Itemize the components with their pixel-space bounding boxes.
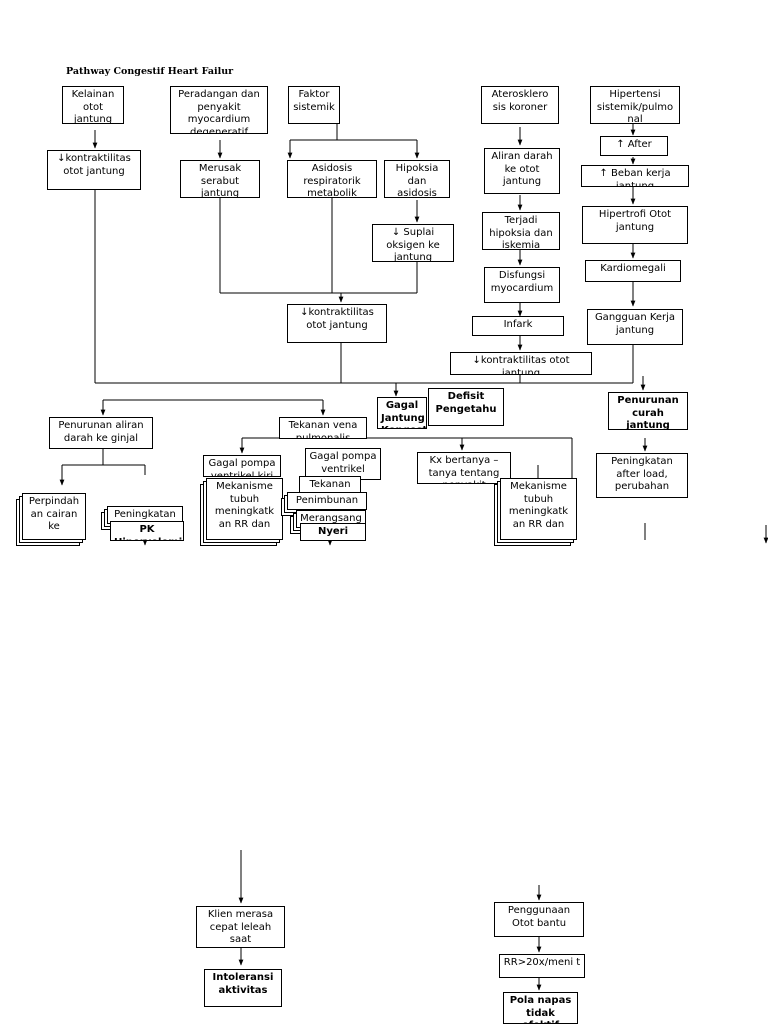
node-kardiomegali: Kardiomegali: [585, 260, 681, 282]
node-kelainan-otot-jantung: Kelainan otot jantung: [62, 86, 124, 124]
pathway-title: Pathway Congestif Heart Failur: [66, 66, 234, 77]
node-gagal-pompa-kiri: Gagal pompa ventrikel kiri: [203, 455, 281, 477]
node-pola-napas: Pola napas tidak efektif: [503, 992, 578, 1024]
node-klien-merasa: Klien merasa cepat leleah saat beraktivi…: [196, 906, 285, 948]
node-penggunaan-otot: Penggunaan Otot bantu: [494, 902, 584, 937]
node-gagal-pompa-kanan: Gagal pompa ventrikel kanan: [305, 448, 381, 480]
node-merusak-serabut: Merusak serabut jantung: [180, 160, 260, 198]
node-hipertrofi: Hipertrofi Otot jantung: [582, 206, 688, 244]
node-mekanisme-kanan: Mekanisme tubuh meningkatk an RR dan: [500, 478, 577, 540]
beban-label: Beban kerja jantung: [610, 168, 671, 187]
node-penurunan-aliran: Penurunan aliran darah ke ginjal: [49, 417, 153, 449]
node-perpindahan-cairan: Perpindah an cairan ke: [22, 493, 86, 540]
node-gagal-jantung: Gagal Jantung Kongestif: [377, 397, 427, 429]
node-penimbunan: Penimbunan: [287, 492, 367, 510]
node-peradangan: Peradangan dan penyakit myocardium degen…: [170, 86, 268, 134]
node-mekanisme-kiri: Mekanisme tubuh meningkatk an RR dan: [206, 478, 283, 540]
node-defisit-pengetahuan: Defisit Pengetahu: [428, 388, 504, 426]
node-disfungsi: Disfungsi myocardium: [484, 267, 560, 303]
after-label: After: [627, 139, 652, 150]
node-pk-hipervolemia: PK Hipervolemia: [110, 521, 184, 541]
node-terjadi-hipoksia: Terjadi hipoksia dan iskemia: [482, 212, 560, 250]
node-kx-bertanya: Kx bertanya – tanya tentang penyakit: [417, 452, 511, 484]
up-arrow-icon: ↑: [599, 168, 611, 179]
node-tekanan-vena: Tekanan vena pulmonalis: [279, 417, 367, 439]
node-peningkatan-after-load: Peningkatan after load, perubahan: [596, 453, 688, 498]
node-aterosklerosis: Aterosklero sis koroner: [481, 86, 559, 124]
node-beban-kerja: ↑ Beban kerja jantung: [581, 165, 689, 187]
node-after: ↑ After: [600, 136, 668, 156]
node-rr: RR>20x/meni t: [499, 954, 585, 978]
node-hipertensi: Hipertensi sistemik/pulmo nal: [590, 86, 680, 124]
node-gangguan-kerja: Gangguan Kerja jantung: [587, 309, 683, 345]
node-asidosis: Asidosis respiratorik metabolik: [287, 160, 377, 198]
node-nyeri: Nyeri: [300, 523, 366, 541]
node-infark: Infark: [472, 316, 564, 336]
node-aliran-darah-otot: Aliran darah ke otot jantung: [484, 148, 560, 194]
up-arrow-icon: ↑: [616, 139, 628, 150]
node-suplai-oksigen: ↓ Suplai oksigen ke jantung: [372, 224, 454, 262]
node-kontraktilitas-kanan: ↓kontraktilitas otot jantung: [450, 352, 592, 375]
node-penurunan-curah: Penurunan curah jantung: [608, 392, 688, 430]
node-faktor-sistemik: Faktor sistemik: [288, 86, 340, 124]
node-hipoksia: Hipoksia dan asidosis: [384, 160, 450, 198]
node-kontraktilitas-kiri: ↓kontraktilitas otot jantung: [47, 150, 141, 190]
node-kontraktilitas-tengah: ↓kontraktilitas otot jantung: [287, 304, 387, 343]
node-intoleransi-aktivitas: Intoleransi aktivitas: [204, 969, 282, 1007]
